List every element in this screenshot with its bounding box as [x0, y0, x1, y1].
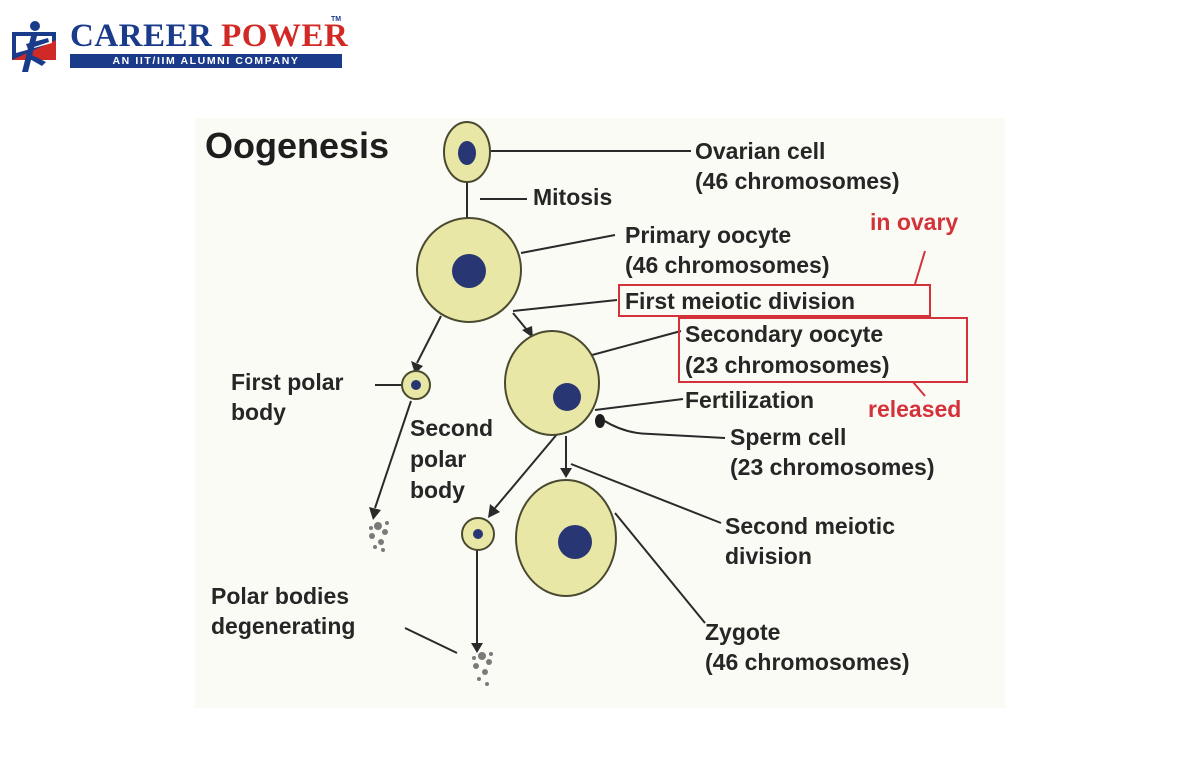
label-secondary-oocyte: Secondary oocyte: [685, 321, 883, 347]
label-first-meiotic-division: First meiotic division: [625, 288, 855, 314]
label-secondary-oocyte-chromosomes: (23 chromosomes): [685, 352, 890, 378]
trademark-mark: TM: [331, 16, 342, 23]
secondary-oocyte-box: [678, 317, 968, 383]
secondary-oocyte-cell: [504, 330, 600, 436]
label-zygote: Zygote: [705, 619, 780, 645]
brand-name: CAREER POWER: [70, 16, 348, 56]
label-second-polar-body: Second: [410, 415, 493, 441]
sperm-cell-icon: [595, 414, 605, 428]
brand-tagline: AN IIT/IIM ALUMNI COMPANY: [70, 54, 342, 68]
arrowhead-secondary: [522, 326, 533, 338]
label-mitosis: Mitosis: [533, 184, 612, 210]
leader-second-meiotic: [570, 463, 722, 524]
leader-zygote: [614, 512, 706, 624]
label-in-ovary: in ovary: [870, 209, 958, 235]
leader-primary-oocyte: [520, 234, 616, 254]
leader-first-meiotic: [512, 299, 618, 312]
label-fertilization: Fertilization: [685, 387, 814, 413]
label-second-polar-body-2: polar: [410, 446, 466, 472]
label-second-meiotic-division: Second meiotic: [725, 513, 895, 539]
second-polar-body-cell: [461, 517, 495, 551]
label-primary-oocyte-chromosomes: (46 chromosomes): [625, 252, 830, 278]
arrowhead-polar-degenerate: [369, 507, 381, 520]
logo-runner-icon: [12, 21, 56, 72]
arrowhead-zygote: [560, 468, 572, 478]
degenerating-polar-body-2: [472, 652, 493, 686]
ovarian-cell: [443, 121, 491, 183]
released-pointer: [912, 381, 926, 397]
label-polar-bodies-degenerating: Polar bodies: [211, 583, 349, 609]
degenerating-polar-body-1: [369, 521, 389, 552]
leader-polar-degenerating: [404, 627, 458, 654]
label-first-polar-body-2: body: [231, 399, 286, 425]
oogenesis-diagram-svg: Oogenesis Ovarian cell (46 chromosomes) …: [205, 121, 968, 686]
label-polar-bodies-degenerating-2: degenerating: [211, 613, 355, 639]
brand-name-career: CAREER: [70, 18, 213, 54]
arrow-second-polar-body: [494, 432, 559, 509]
label-sperm-cell: Sperm cell: [730, 424, 846, 450]
label-second-meiotic-division-2: division: [725, 543, 812, 569]
brand-name-power: POWER: [221, 18, 349, 54]
label-sperm-cell-chromosomes: (23 chromosomes): [730, 454, 935, 480]
first-meiotic-division-box: [618, 284, 931, 317]
leader-secondary-oocyte: [580, 330, 682, 359]
label-second-polar-body-3: body: [410, 477, 465, 503]
label-ovarian-cell-chromosomes: (46 chromosomes): [695, 168, 900, 194]
in-ovary-pointer: [914, 250, 926, 285]
arrowhead-second-polar: [488, 504, 500, 518]
career-power-logo: CAREER POWER TM AN IIT/IIM ALUMNI COMPAN…: [8, 14, 348, 78]
arrowhead-second-degenerate: [471, 643, 483, 653]
arrow-secondary-oocyte: [512, 312, 528, 331]
label-primary-oocyte: Primary oocyte: [625, 222, 791, 248]
arrow-polar-degenerate: [374, 400, 412, 509]
primary-oocyte-cell: [416, 217, 522, 323]
label-ovarian-cell: Ovarian cell: [695, 138, 825, 164]
diagram-title: Oogenesis: [205, 125, 389, 166]
leader-fertilization: [594, 398, 684, 411]
label-released: released: [868, 396, 961, 422]
oogenesis-diagram: Oogenesis Ovarian cell (46 chromosomes) …: [195, 118, 1005, 708]
label-zygote-chromosomes: (46 chromosomes): [705, 649, 910, 675]
zygote-cell: [515, 479, 617, 597]
first-polar-body-cell: [401, 370, 431, 400]
sperm-tail: [602, 419, 726, 439]
label-first-polar-body: First polar: [231, 369, 344, 395]
arrow-first-polar-body: [416, 315, 442, 364]
